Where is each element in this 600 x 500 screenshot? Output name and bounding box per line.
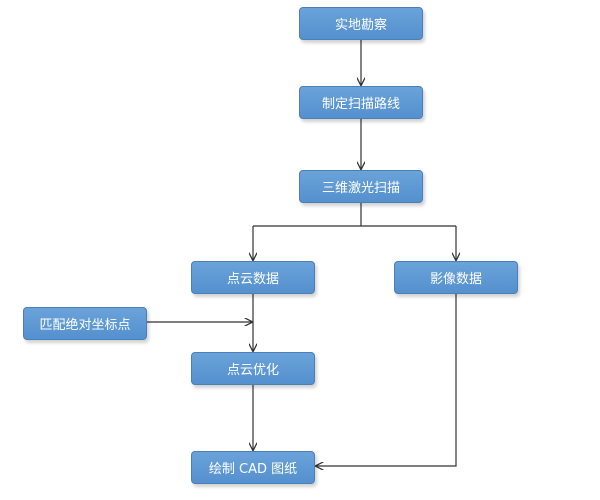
node-scan-label: 三维激光扫描 <box>321 181 400 196</box>
node-survey-label: 实地勘察 <box>334 18 387 33</box>
node-optimize-label: 点云优化 <box>226 363 279 378</box>
node-image-data-label: 影像数据 <box>429 272 482 287</box>
edge-image-data-to-cad <box>316 294 457 466</box>
node-point-cloud: 点云数据 <box>191 261 315 294</box>
node-scan: 三维激光扫描 <box>299 170 423 203</box>
node-optimize: 点云优化 <box>191 352 315 385</box>
node-image-data: 影像数据 <box>394 261 518 294</box>
node-match-coords-label: 匹配绝对坐标点 <box>39 318 131 333</box>
node-cad-drawing: 绘制 CAD 图纸 <box>191 451 315 484</box>
node-point-cloud-label: 点云数据 <box>226 272 279 287</box>
node-route: 制定扫描路线 <box>299 86 423 119</box>
node-match-coords: 匹配绝对坐标点 <box>23 307 147 340</box>
node-cad-drawing-label: 绘制 CAD 图纸 <box>208 462 298 477</box>
node-survey: 实地勘察 <box>299 7 423 40</box>
node-route-label: 制定扫描路线 <box>321 97 400 112</box>
